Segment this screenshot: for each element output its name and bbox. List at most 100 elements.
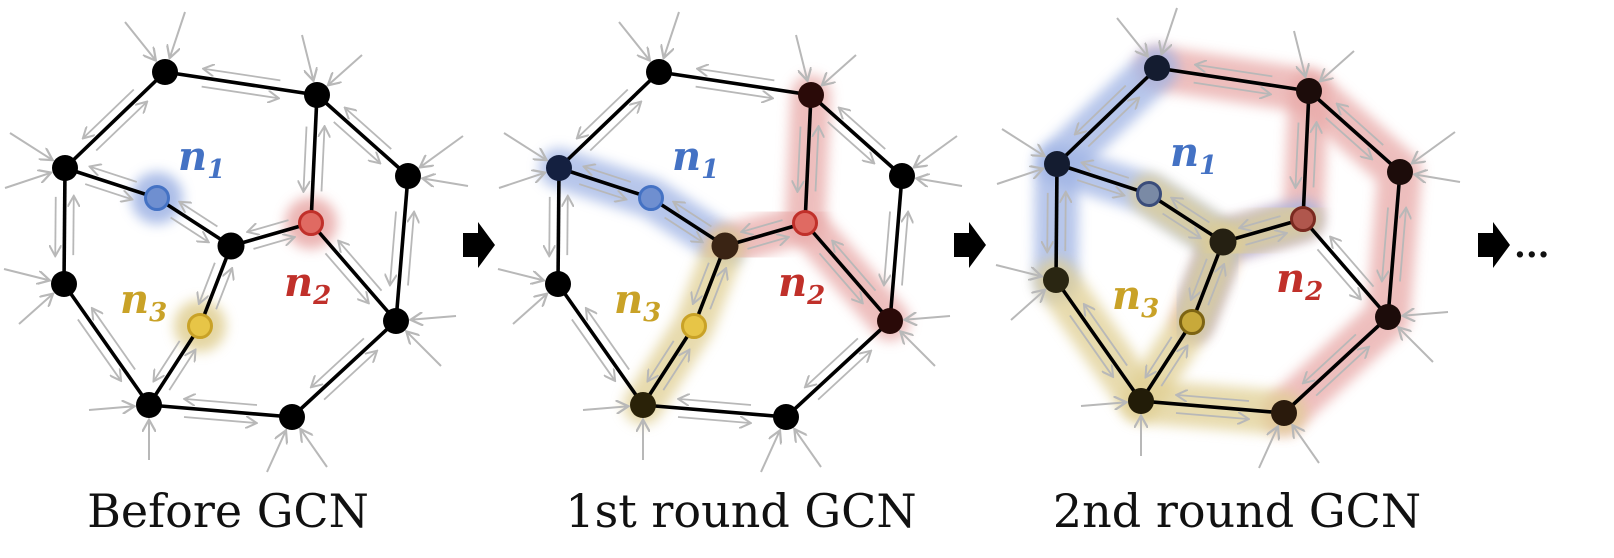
incoming-arrow-icon [1162,7,1178,53]
incoming-arrow-icon [1416,175,1461,182]
incoming-arrow-icon [1258,428,1277,469]
graph-edge [315,93,410,178]
edge-message-arrow-icon [1207,265,1224,306]
edge-message-arrow-icon [312,337,365,386]
graph-edge [642,403,787,419]
edge-message-arrow-icon [1196,65,1273,78]
incoming-arrow-icon [1010,291,1044,321]
node-d [395,163,421,189]
edge-message-arrow-icon [215,269,232,310]
edge-message-arrow-icon [1083,163,1130,179]
graph-nodes [1043,55,1413,426]
edge-message-arrow-icon [884,211,890,285]
edge-message-arrow-icon [833,242,877,292]
node-e [545,271,571,297]
edge-message-arrow-icon [680,399,752,405]
incoming-arrow-icon [1413,131,1456,163]
incoming-arrow-icon [301,34,313,79]
graph-edges [62,70,410,419]
node-i [279,404,305,430]
graph-edge [558,166,652,200]
incoming-arrow-icon [901,332,936,367]
graph-edge [147,325,202,406]
incoming-arrow-icon [3,268,48,280]
edge-message-arrow-icon [589,102,640,152]
edge-message-arrow-icon [93,309,136,371]
node-b [304,82,330,108]
incoming-arrow-icon [124,21,155,60]
node-b [1296,78,1322,104]
graph-edge [1386,171,1402,318]
node-i [1271,400,1297,426]
message-arrows [497,11,963,473]
graph-edge [692,245,727,327]
node-n1 [1136,181,1162,207]
edge-message-arrow-icon [199,262,216,303]
incoming-arrow-icon [4,173,50,189]
graph-edge [1054,163,1059,281]
incoming-arrow-icon [618,21,649,60]
edge-message-arrow-icon [549,196,550,255]
edge-message-arrow-icon [304,126,307,191]
label-n3: n3 [120,276,167,328]
edge-message-arrow-icon [55,196,56,255]
graph-edge [724,221,806,248]
edge-message-arrow-icon [1304,333,1357,382]
graph-edge [1301,90,1311,220]
graph-edge [230,221,312,248]
graph-edge [148,403,293,419]
edge-message-arrow-icon [1400,209,1406,282]
edge-message-arrow-icon [571,318,615,380]
incoming-arrow-icon [664,11,680,57]
edge-message-arrow-icon [695,85,772,99]
incoming-arrow-icon [301,430,328,468]
graph-edge [556,167,561,285]
edge-message-arrow-icon [180,202,218,228]
node-g [136,392,162,418]
graph-edge [784,319,892,419]
incoming-arrow-icon [1293,30,1305,75]
node-h [1209,228,1237,256]
edge-message-arrow-icon [1162,212,1200,238]
edge-message-arrow-icon [1191,258,1208,299]
graph-edge [290,319,398,419]
edge-message-arrow-icon [249,219,289,232]
edge-message-arrow-icon [91,167,138,183]
edge-message-arrow-icon [1160,347,1187,387]
edge-message-arrow-icon [578,88,629,138]
incoming-arrow-icon [795,430,822,468]
edge-message-arrow-icon [77,318,121,380]
node-c [546,155,572,181]
graph-edge [63,70,167,170]
edge-message-arrow-icon [798,126,801,191]
edge-message-arrow-icon [324,252,368,302]
graph-edges [1054,66,1402,415]
edge-message-arrow-icon [664,216,702,242]
node-f [383,308,409,334]
incoming-arrow-icon [512,295,546,325]
edge-message-arrow-icon [154,340,181,381]
edge-message-arrow-icon [333,121,380,163]
panel-title-before: Before GCN [87,484,369,538]
edge-message-arrow-icon [95,102,146,152]
node-n3 [187,313,213,339]
incoming-arrow-icon [1116,17,1147,56]
graph-edge [64,166,158,200]
node-d [889,163,915,189]
edge-message-arrow-icon [1065,193,1066,252]
node-e [51,271,77,297]
node-n3 [681,313,707,339]
node-d [1387,159,1413,185]
edge-message-arrow-icon [674,202,712,228]
label-n2: n2 [1276,255,1323,307]
graph-edge [156,196,232,248]
edge-message-arrow-icon [840,109,886,150]
edge-message-arrow-icon [743,219,783,232]
incoming-arrow-icon [407,332,442,367]
node-h [217,232,245,260]
edge-message-arrow-icon [1315,348,1368,397]
